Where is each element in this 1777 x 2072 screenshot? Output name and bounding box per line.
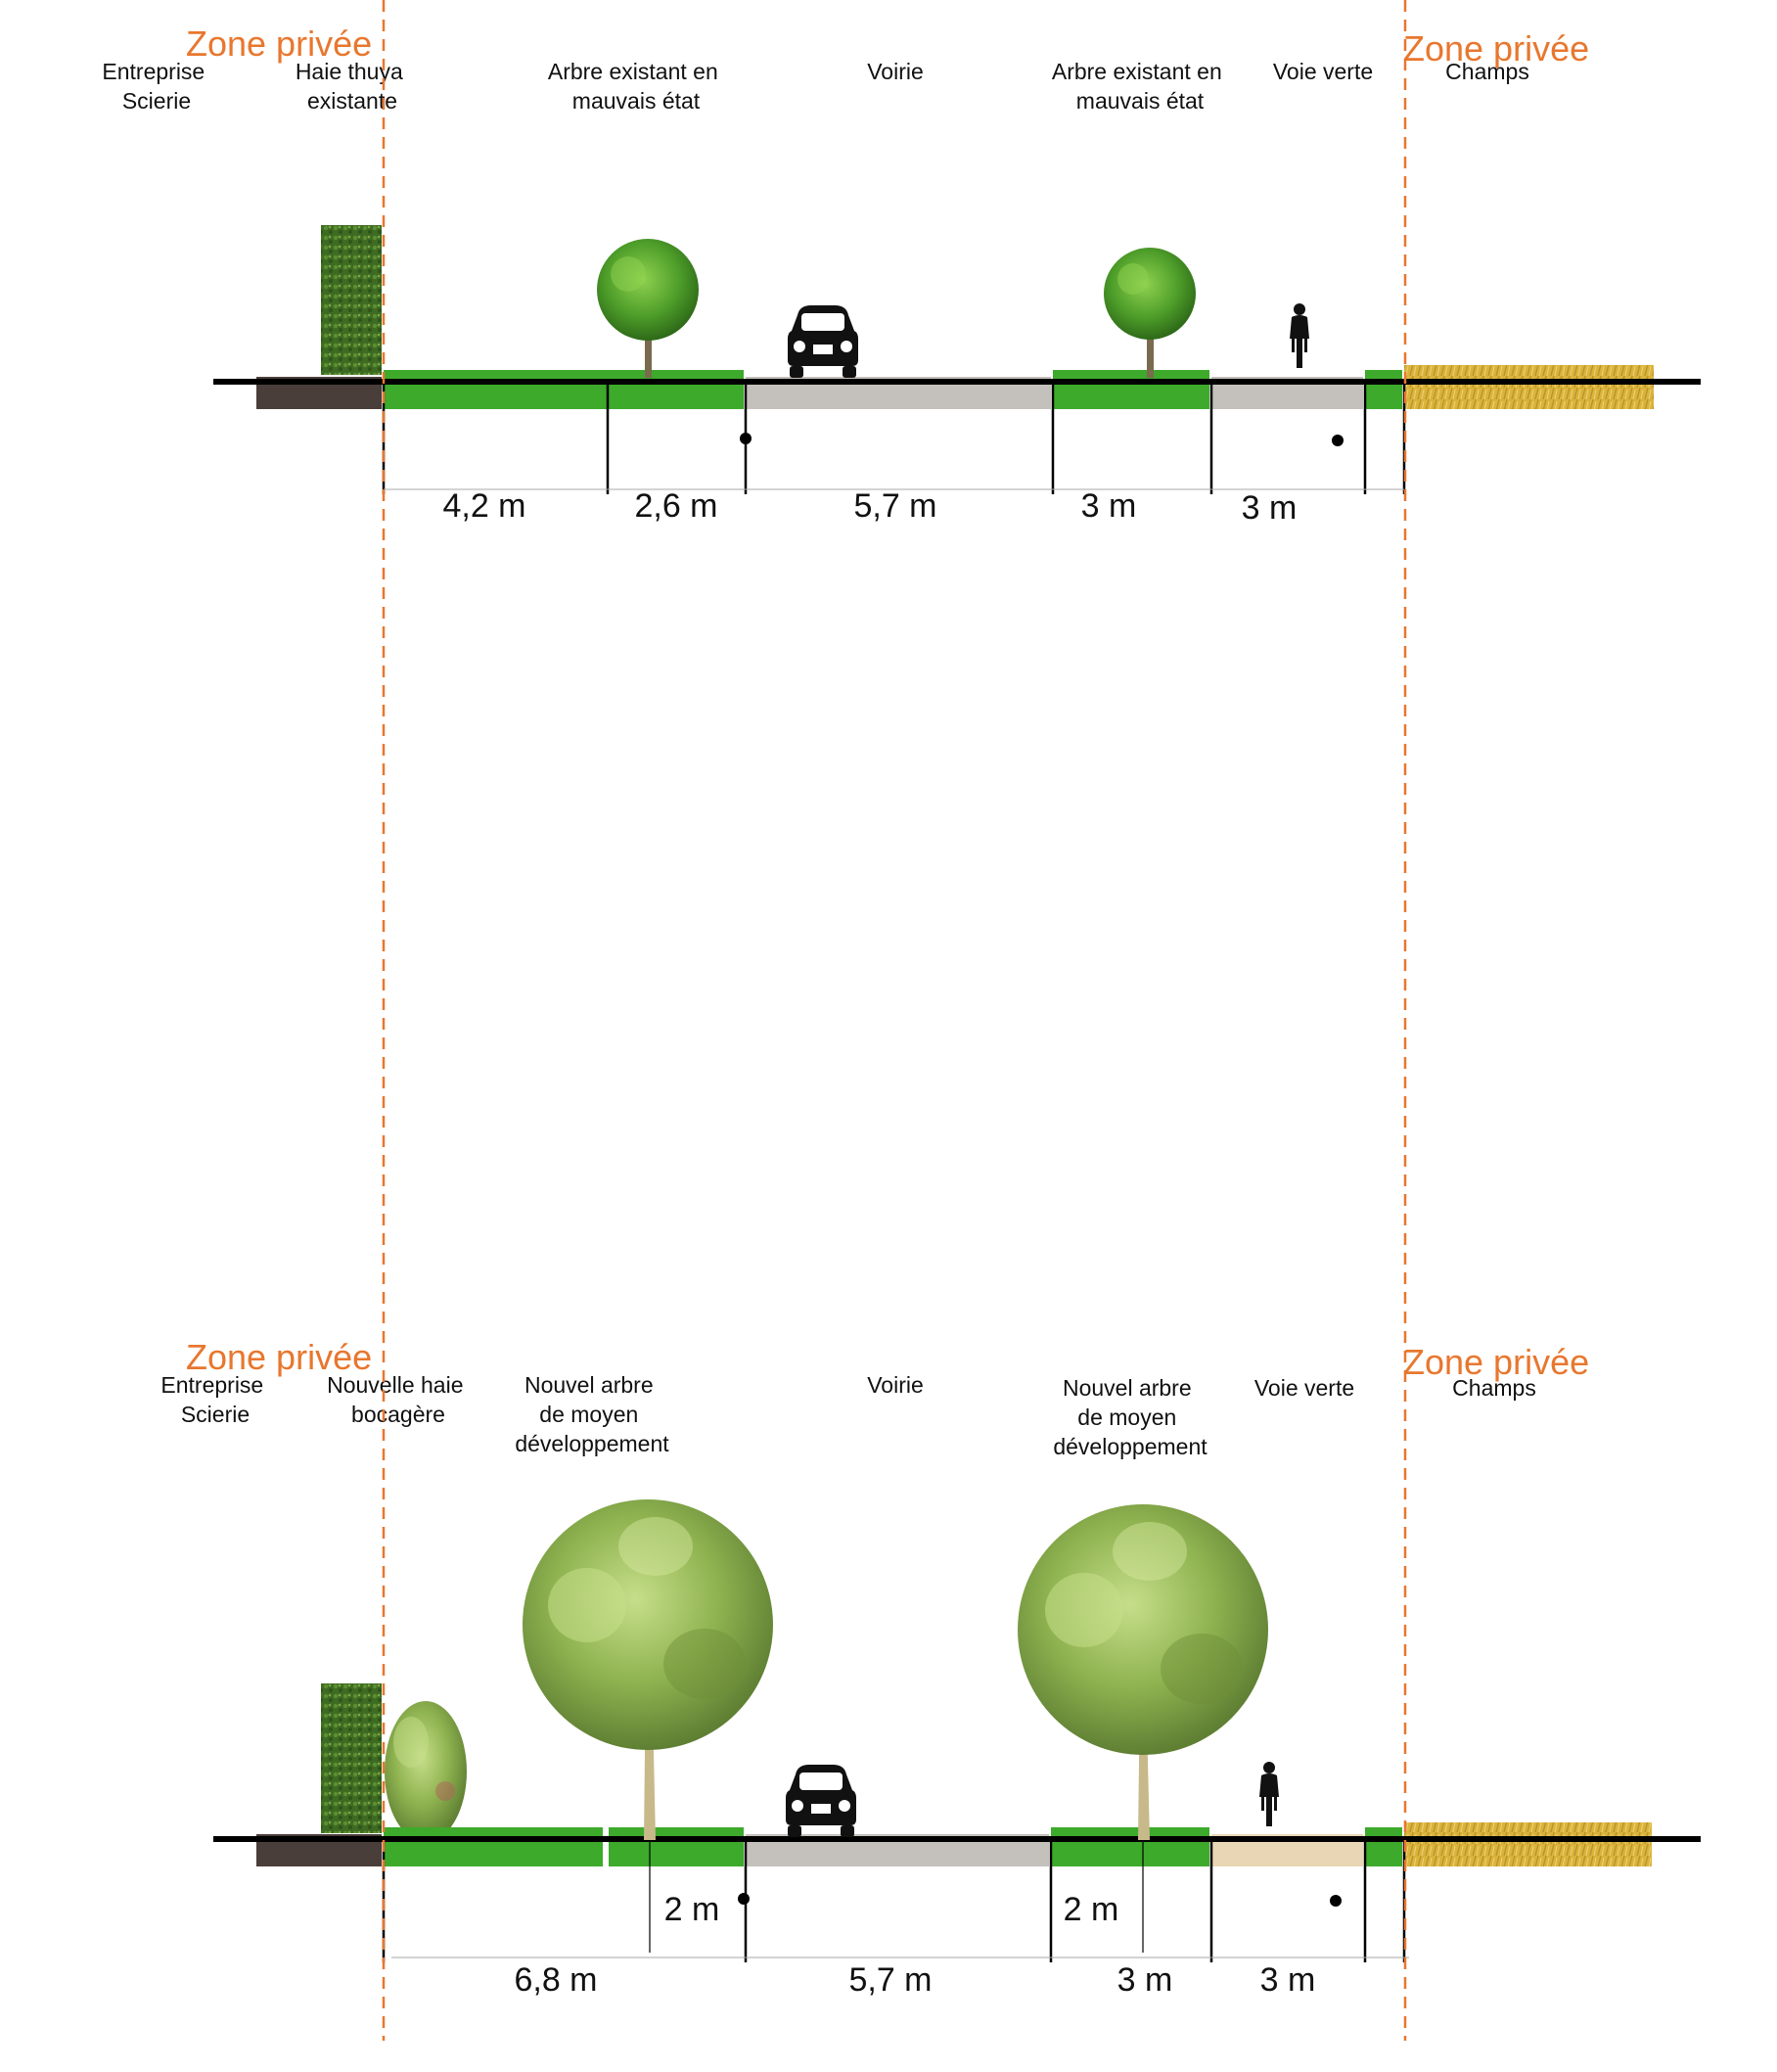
dimension-point-road	[738, 1893, 750, 1905]
thuya-hedge	[321, 1683, 382, 1833]
dimension-point-road	[740, 433, 752, 444]
dimension-3a: 3 m	[1117, 1961, 1173, 1999]
dimension-6-8: 6,8 m	[514, 1961, 597, 1999]
grass-strip-edge	[1365, 370, 1402, 409]
tree-new-right	[1018, 1504, 1268, 1840]
label-voirie: Voirie	[867, 59, 924, 84]
label-haie: Nouvelle haie bocagère	[327, 1372, 470, 1427]
dimension-point-greenway	[1332, 435, 1344, 446]
dimension-inner-2b: 2 m	[1064, 1891, 1119, 1928]
dimension-3b: 3 m	[1242, 489, 1298, 527]
tree-existing-left	[597, 239, 699, 378]
zone-privee-right: Zone privée	[1403, 1342, 1589, 1382]
dimension-2-6: 2,6 m	[634, 487, 717, 525]
dimension-5-7: 5,7 m	[848, 1961, 932, 1999]
label-champs: Champs	[1452, 1375, 1536, 1401]
car-icon	[788, 305, 858, 378]
label-arbre-droite: Nouvel arbre de moyen développement	[1053, 1375, 1207, 1459]
section-existing: Entreprise Scierie Haie thuya existante …	[102, 23, 1701, 527]
zone-privee-left: Zone privée	[186, 1337, 372, 1377]
ground-line	[213, 1836, 1701, 1842]
dimension-4-2: 4,2 m	[442, 487, 525, 525]
dimension-5-7: 5,7 m	[853, 487, 936, 525]
label-voirie: Voirie	[867, 1372, 924, 1398]
tree-existing-right	[1104, 248, 1196, 378]
zone-privee-left: Zone privée	[186, 23, 372, 64]
field-champs	[1404, 1822, 1652, 1866]
grass-strip-left	[384, 370, 744, 409]
label-arbre-gauche: Nouvel arbre de moyen développement	[515, 1372, 669, 1456]
dimension-inner-2a: 2 m	[664, 1891, 720, 1928]
grass-strip-right	[1051, 1827, 1209, 1866]
label-entreprise: Entreprise Scierie	[102, 59, 210, 114]
cyclist-icon	[1259, 1762, 1279, 1826]
section-projet: Entreprise Scierie Nouvelle haie bocagèr…	[160, 1337, 1701, 1999]
grass-strip-left-a	[384, 1827, 603, 1866]
field-champs	[1404, 365, 1654, 409]
bocage-hedge-shrub	[385, 1701, 467, 1842]
label-entreprise: Entreprise Scierie	[160, 1372, 269, 1427]
dimension-3a: 3 m	[1081, 487, 1137, 525]
label-voie-verte: Voie verte	[1273, 59, 1373, 84]
thuya-hedge	[321, 225, 382, 375]
tree-new-left	[523, 1499, 773, 1840]
cyclist-icon	[1290, 303, 1309, 368]
dimension-3b: 3 m	[1260, 1961, 1316, 1999]
zone-privee-right: Zone privée	[1403, 28, 1589, 69]
dimension-point-greenway	[1330, 1895, 1342, 1907]
label-arbre-droite: Arbre existant en mauvais état	[1052, 59, 1228, 114]
grass-strip-right	[1053, 370, 1209, 409]
label-arbre-gauche: Arbre existant en mauvais état	[548, 59, 724, 114]
label-champs: Champs	[1445, 59, 1529, 84]
grass-strip-left-b	[609, 1827, 744, 1866]
ground-line	[213, 379, 1701, 385]
label-haie: Haie thuya existante	[296, 59, 409, 114]
car-icon	[786, 1765, 856, 1837]
label-voie-verte: Voie verte	[1254, 1375, 1354, 1401]
grass-strip-edge	[1365, 1827, 1402, 1866]
